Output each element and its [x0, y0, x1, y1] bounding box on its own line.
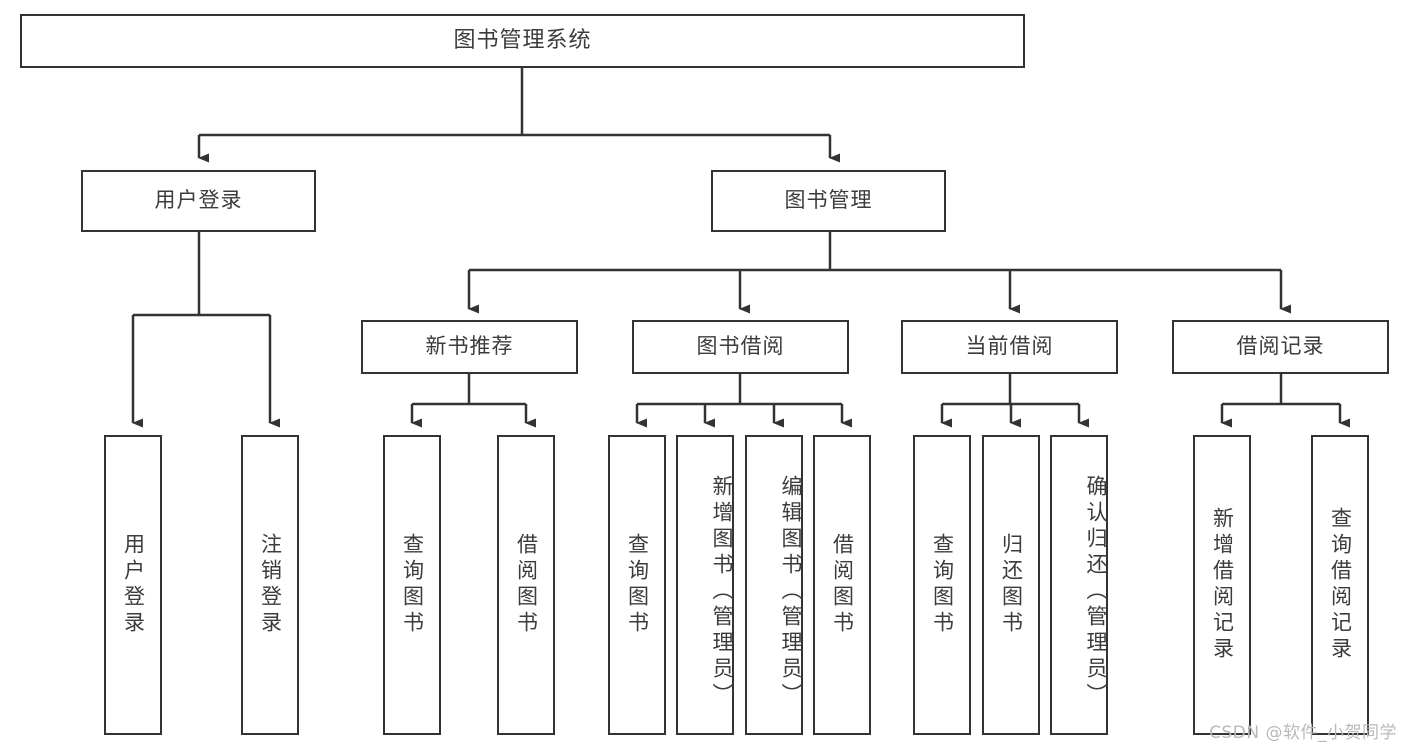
- leaf-return-book-label: 归还图书: [999, 533, 1024, 637]
- leaf-confirm-return[interactable]: 确认归还（管理员）: [1050, 435, 1108, 735]
- leaf-query-book-3-label: 查询图书: [930, 533, 955, 637]
- leaf-query-book-1-label: 查询图书: [400, 533, 425, 637]
- leaf-add-book[interactable]: 新增图书（管理员）: [676, 435, 734, 735]
- leaf-query-record-label: 查询借阅记录: [1328, 507, 1353, 663]
- leaf-query-book-1[interactable]: 查询图书: [383, 435, 441, 735]
- leaf-borrow-book-2-label: 借阅图书: [830, 533, 855, 637]
- leaf-query-book-3[interactable]: 查询图书: [913, 435, 971, 735]
- node-new-book-recommend[interactable]: 新书推荐: [361, 320, 578, 374]
- node-current-borrow[interactable]: 当前借阅: [901, 320, 1118, 374]
- node-root-system[interactable]: 图书管理系统: [20, 14, 1025, 68]
- leaf-user-login-label: 用户登录: [121, 533, 146, 637]
- leaf-borrow-book-2[interactable]: 借阅图书: [813, 435, 871, 735]
- node-user-login[interactable]: 用户登录: [81, 170, 316, 232]
- leaf-query-book-2[interactable]: 查询图书: [608, 435, 666, 735]
- leaf-query-book-2-label: 查询图书: [625, 533, 650, 637]
- node-book-management[interactable]: 图书管理: [711, 170, 946, 232]
- leaf-query-record[interactable]: 查询借阅记录: [1311, 435, 1369, 735]
- node-borrow-record[interactable]: 借阅记录: [1172, 320, 1389, 374]
- leaf-add-book-label: 新增图书（管理员）: [710, 475, 734, 709]
- leaf-user-login[interactable]: 用户登录: [104, 435, 162, 735]
- leaf-user-logout[interactable]: 注销登录: [241, 435, 299, 735]
- leaf-borrow-book-1-label: 借阅图书: [514, 533, 539, 637]
- leaf-borrow-book-1[interactable]: 借阅图书: [497, 435, 555, 735]
- node-book-borrow[interactable]: 图书借阅: [632, 320, 849, 374]
- leaf-edit-book-label: 编辑图书（管理员）: [779, 475, 803, 709]
- leaf-add-record-label: 新增借阅记录: [1210, 507, 1235, 663]
- leaf-user-logout-label: 注销登录: [258, 533, 283, 637]
- leaf-add-record[interactable]: 新增借阅记录: [1193, 435, 1251, 735]
- leaf-edit-book[interactable]: 编辑图书（管理员）: [745, 435, 803, 735]
- csdn-watermark: CSDN @软件_小贺同学: [1209, 723, 1397, 743]
- leaf-return-book[interactable]: 归还图书: [982, 435, 1040, 735]
- leaf-confirm-return-label: 确认归还（管理员）: [1084, 475, 1108, 709]
